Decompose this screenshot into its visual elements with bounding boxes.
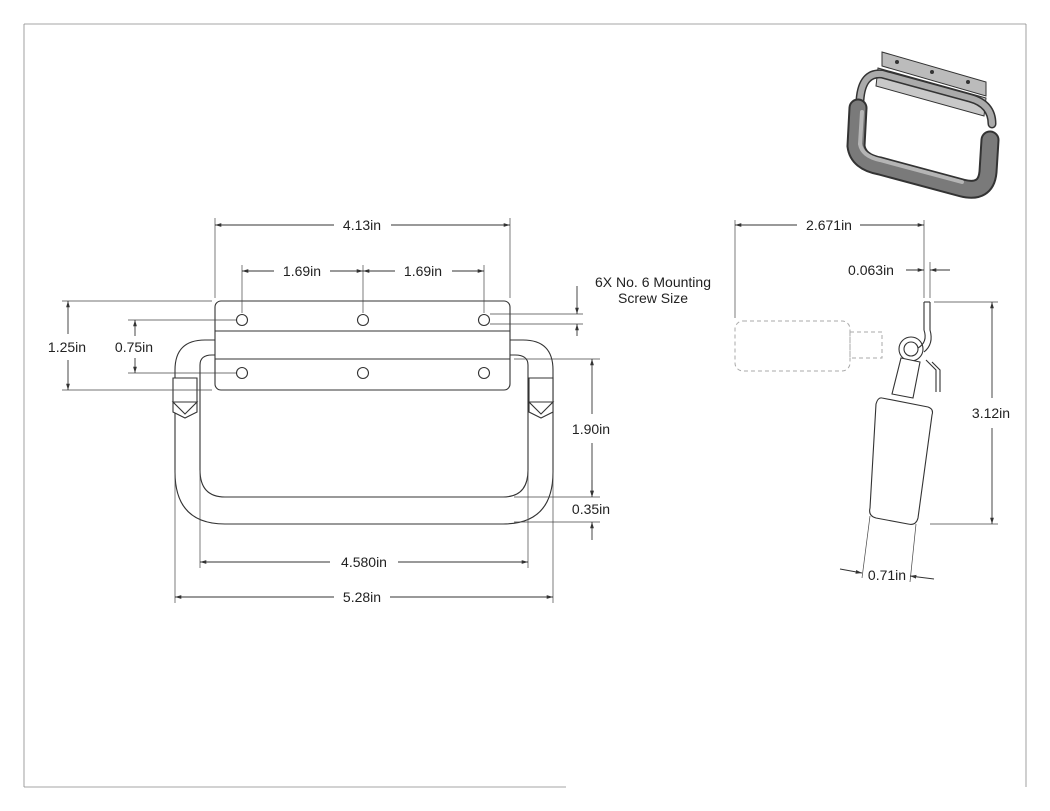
folded-position-ghost [734,320,883,372]
dimension-label: 2.671in [806,217,852,233]
mounting-hole [477,313,491,327]
dimension-label: 0.71in [868,567,906,583]
drawing-border [23,23,1027,788]
dimension-hole-spacing-right: 1.69in [363,263,484,279]
dimension-label: 1.90in [572,421,610,437]
dimension-plate-height: 1.25in [48,300,212,391]
mounting-hole [356,313,370,327]
handle-grip [869,397,934,525]
dimension-plate-thickness: 0.063in [848,262,950,298]
dimension-label: 1.25in [48,339,86,355]
dimension-label: 0.35in [572,501,610,517]
dimension-bar-thickness: 0.35in [514,480,610,540]
mounting-hole [356,366,370,380]
dimension-label: 0.063in [848,262,894,278]
dimension-label: 1.69in [283,263,321,279]
dimension-overall-height: 3.12in [930,301,1010,525]
dimension-label: 4.13in [343,217,381,233]
dimension-swing-reach: 2.671in [734,217,925,318]
dimension-hole-row-spacing: 0.75in [115,319,236,374]
dimension-label: 3.12in [972,405,1010,421]
dimension-label: 5.28in [343,589,381,605]
mounting-hole [235,366,249,380]
callout-line2: Screw Size [618,290,688,306]
mounting-plate [214,300,511,391]
dimension-label: 1.69in [404,263,442,279]
callout-line1: 6X No. 6 Mounting [595,274,711,290]
dimension-hole-spacing-left: 1.69in [241,263,485,313]
side-view-part [734,301,941,525]
dimension-overall-plate-width: 4.13in [214,217,511,298]
isometric-view [846,51,1000,199]
dimension-grip-diameter: 0.71in [839,515,935,583]
dimension-label: 0.75in [115,339,153,355]
mounting-screw-callout: 6X No. 6 Mounting Screw Size [490,274,711,336]
mounting-hole [235,313,249,327]
dimension-overall-width: 5.28in [174,470,554,605]
dimension-inner-width: 4.580in [199,470,529,570]
mounting-hole [477,366,491,380]
dimension-label: 4.580in [341,554,387,570]
front-view-part [171,300,555,525]
